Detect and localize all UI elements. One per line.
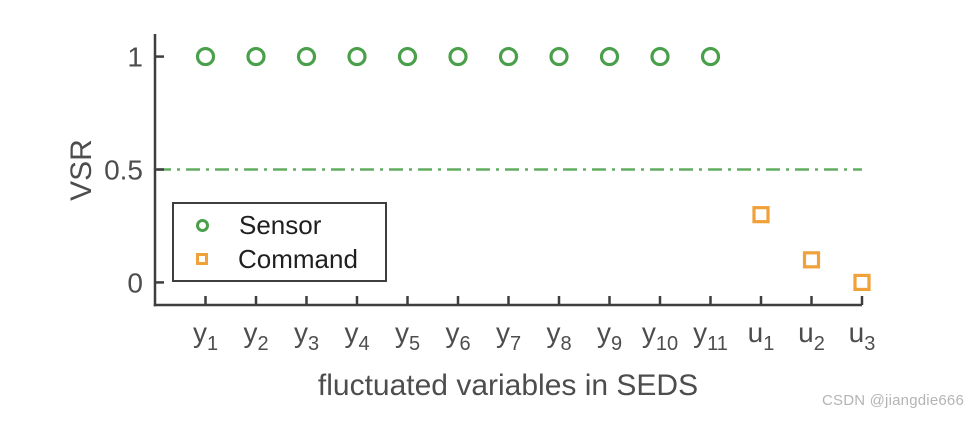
sensor-circle-marker-icon bbox=[196, 218, 209, 232]
x-tick-label: u1 bbox=[748, 317, 775, 355]
sensor-data-point bbox=[498, 46, 519, 67]
x-tick-label: y7 bbox=[496, 317, 521, 355]
sensor-data-point bbox=[246, 46, 266, 67]
sensor-data-point bbox=[650, 46, 670, 67]
legend-label-sensor: Sensor bbox=[239, 210, 322, 240]
x-tick-label: y8 bbox=[546, 317, 571, 355]
command-data-point bbox=[802, 251, 821, 269]
sensor-data-point bbox=[549, 46, 569, 67]
watermark: CSDN @jiangdie666 bbox=[821, 392, 964, 409]
x-tick-label: u2 bbox=[798, 317, 825, 355]
y-tick-label: 0.5 bbox=[104, 155, 143, 186]
x-tick-label: y3 bbox=[294, 317, 319, 355]
legend-entry-command: Command bbox=[196, 246, 385, 272]
sensor-data-point bbox=[347, 46, 367, 67]
x-tick-label: y9 bbox=[597, 317, 622, 355]
y-tick-label: 0 bbox=[127, 267, 143, 298]
sensor-data-point bbox=[296, 46, 317, 67]
command-data-point bbox=[752, 206, 770, 224]
sensor-data-point bbox=[195, 46, 216, 67]
x-axis-label: fluctuated variables in SEDS bbox=[317, 369, 699, 402]
legend: Sensor Command bbox=[172, 202, 387, 282]
x-tick-label: y5 bbox=[395, 317, 420, 355]
x-tick-label: y1 bbox=[193, 317, 218, 355]
sensor-data-point bbox=[599, 46, 620, 67]
x-tick-label: y2 bbox=[243, 317, 268, 355]
legend-label-command: Command bbox=[238, 244, 358, 274]
legend-entry-sensor: Sensor bbox=[196, 212, 385, 238]
x-tick-label: y10 bbox=[642, 317, 678, 355]
command-data-point bbox=[853, 273, 871, 292]
sensor-data-point bbox=[397, 46, 418, 67]
y-tick-label: 1 bbox=[127, 42, 143, 73]
x-tick-label: y11 bbox=[693, 317, 728, 355]
x-tick-label: y4 bbox=[344, 317, 369, 355]
command-square-marker-icon bbox=[196, 253, 208, 265]
x-tick-label: u3 bbox=[849, 317, 876, 355]
sensor-data-point bbox=[700, 46, 721, 67]
sensor-data-point bbox=[448, 46, 468, 67]
x-tick-label: y6 bbox=[445, 317, 470, 355]
y-axis-label: VSR bbox=[65, 139, 98, 201]
